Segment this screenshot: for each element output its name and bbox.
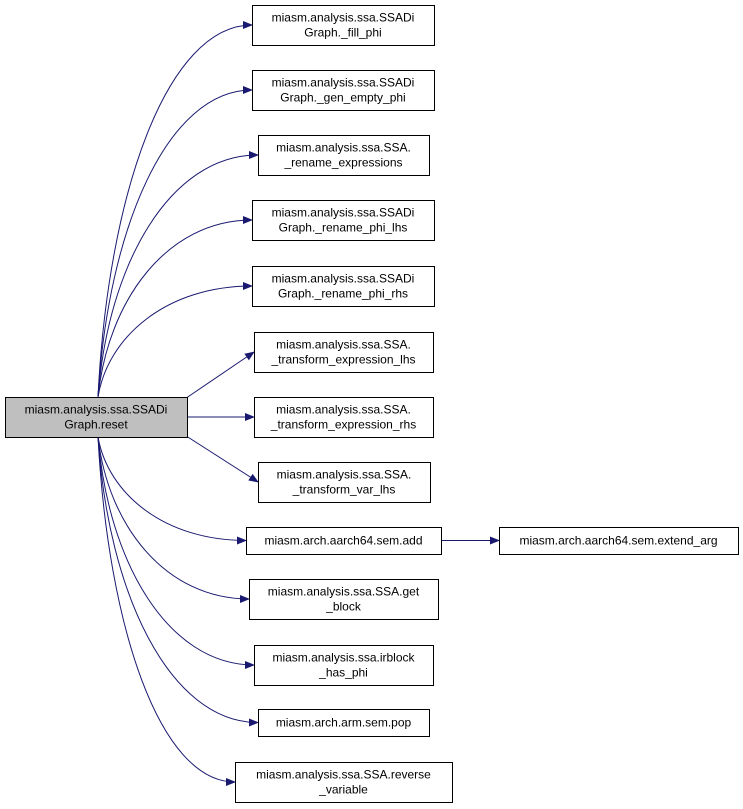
node-label-line: miasm.arch.aarch64.sem.add (264, 534, 422, 548)
node-box[interactable] (254, 645, 434, 686)
graph-node[interactable]: miasm.analysis.ssa.SSADiGraph._rename_ph… (252, 266, 435, 307)
graph-node[interactable]: miasm.arch.aarch64.sem.add (246, 527, 442, 555)
edge-root-to-n1 (97, 21, 253, 398)
edge-root-to-n14 (97, 436, 236, 786)
edge-root-to-n2 (97, 86, 253, 398)
node-label-line: _variable (318, 783, 368, 797)
edge-root-to-n13 (97, 436, 259, 727)
node-label-line: miasm.analysis.ssa.SSADi (272, 206, 415, 220)
edge-root-to-n3 (97, 151, 259, 398)
node-box[interactable] (235, 762, 453, 803)
node-label-line: Graph._fill_phi (304, 26, 381, 40)
edges-layer (97, 21, 500, 786)
node-label-line: miasm.analysis.ssa.SSA.reverse (256, 768, 431, 782)
graph-node[interactable]: miasm.analysis.ssa.SSA._transform_var_lh… (258, 462, 431, 503)
graph-node[interactable]: miasm.arch.arm.sem.pop (258, 709, 430, 737)
edge-root-to-n11 (97, 436, 250, 603)
node-label-line: miasm.analysis.ssa.irblock (272, 651, 415, 665)
root-node-box[interactable] (5, 397, 188, 438)
node-label-line: Graph._gen_empty_phi (280, 91, 405, 105)
graph-node[interactable]: miasm.arch.aarch64.sem.extend_arg (499, 527, 739, 555)
node-label-line: miasm.analysis.ssa.SSA. (276, 141, 411, 155)
node-label-line: miasm.analysis.ssa.SSADi (272, 76, 415, 90)
node-box[interactable] (258, 709, 430, 737)
node-label-line: _block (325, 600, 362, 614)
node-label-line: _rename_expressions (283, 156, 402, 170)
node-label-line: Graph._rename_phi_rhs (278, 287, 408, 301)
node-label-line: miasm.arch.aarch64.sem.extend_arg (519, 534, 717, 548)
graph-node[interactable]: miasm.analysis.ssa.SSADiGraph._gen_empty… (252, 70, 435, 111)
graph-node[interactable]: miasm.analysis.ssa.SSA.reverse_variable (235, 762, 453, 803)
graph-node[interactable]: miasm.analysis.ssa.SSA._rename_expressio… (258, 135, 430, 176)
node-label-line: _transform_expression_rhs (270, 418, 416, 432)
node-box[interactable] (252, 70, 435, 111)
edge-root-to-n4 (97, 216, 253, 398)
node-box[interactable] (499, 527, 739, 555)
node-box[interactable] (252, 200, 435, 241)
graph-node[interactable]: miasm.analysis.ssa.irblock_has_phi (254, 645, 434, 686)
edge-root-to-n6 (186, 351, 255, 398)
node-label-line: miasm.analysis.ssa.SSA. (277, 468, 412, 482)
node-box[interactable] (249, 579, 439, 620)
node-label-line: miasm.analysis.ssa.SSA. (276, 403, 411, 417)
graph-node[interactable]: miasm.analysis.ssa.SSA._transform_expres… (254, 397, 434, 438)
node-box[interactable] (258, 462, 431, 503)
node-label-line: miasm.analysis.ssa.SSA.get (268, 585, 420, 599)
node-label-line: miasm.analysis.ssa.SSA. (276, 338, 411, 352)
edge-root-to-n8 (186, 436, 259, 483)
node-label-line: miasm.analysis.ssa.SSADi (272, 272, 415, 286)
node-label-line: Graph.reset (64, 418, 128, 432)
edge-root-to-n9 (97, 436, 247, 545)
node-box[interactable] (252, 266, 435, 307)
node-label-line: miasm.arch.arm.sem.pop (276, 716, 412, 730)
node-box[interactable] (258, 135, 430, 176)
nodes-layer: miasm.analysis.ssa.SSADiGraph.resetmiasm… (5, 5, 739, 803)
node-label-line: Graph._rename_phi_lhs (279, 221, 408, 235)
node-label-line: miasm.analysis.ssa.SSADi (272, 11, 415, 25)
graph-node[interactable]: miasm.analysis.ssa.SSA._transform_expres… (254, 332, 434, 373)
node-label-line: _transform_expression_lhs (270, 353, 415, 367)
graph-node[interactable]: miasm.analysis.ssa.SSA.get_block (249, 579, 439, 620)
graph-node[interactable]: miasm.analysis.ssa.SSADiGraph._rename_ph… (252, 200, 435, 241)
node-label-line: miasm.analysis.ssa.SSADi (25, 403, 168, 417)
edge-root-to-n5 (97, 282, 253, 398)
node-box[interactable] (246, 527, 442, 555)
node-box[interactable] (252, 5, 435, 46)
node-label-line: _has_phi (318, 666, 368, 680)
node-label-line: _transform_var_lhs (292, 483, 396, 497)
node-box[interactable] (254, 332, 434, 373)
node-box[interactable] (254, 397, 434, 438)
edge-root-to-n12 (97, 436, 255, 669)
